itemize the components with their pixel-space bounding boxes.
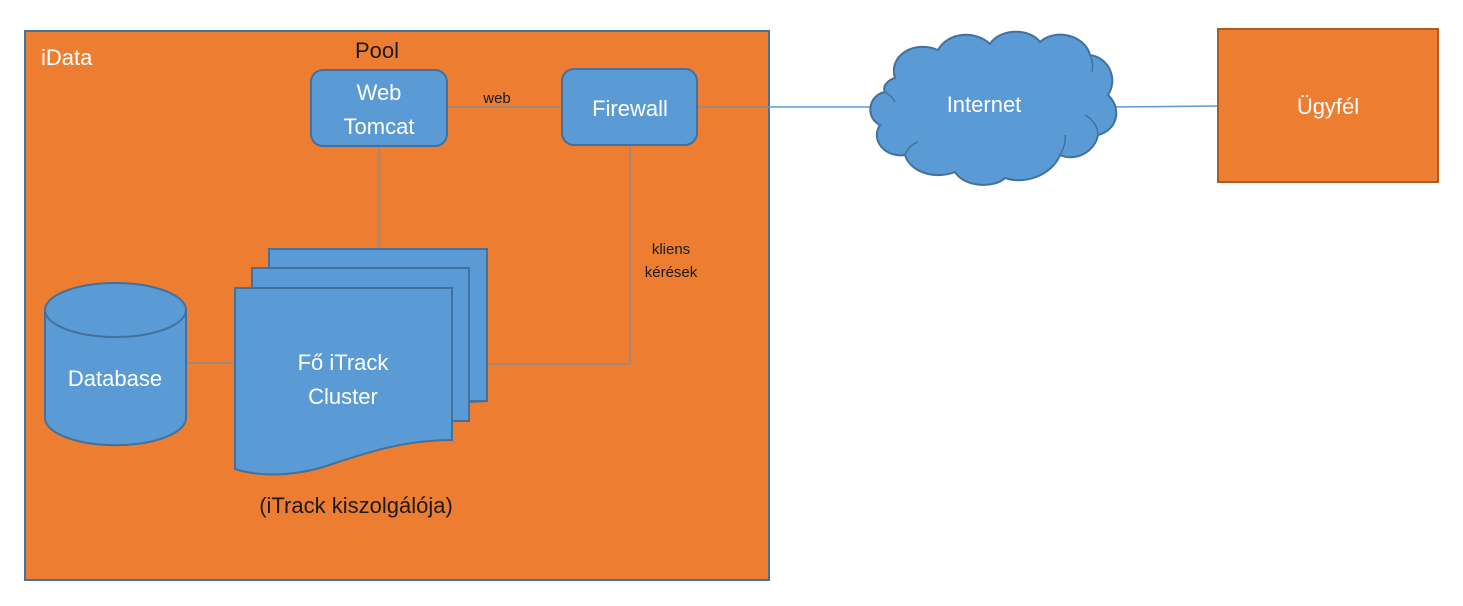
internet-node[interactable]: Internet — [869, 30, 1118, 186]
database-body — [44, 310, 187, 447]
web-tomcat-node[interactable]: Web Tomcat — [310, 69, 448, 147]
client-node[interactable]: Ügyfél — [1217, 28, 1439, 183]
database-top — [44, 282, 187, 338]
client-box — [1217, 28, 1439, 183]
firewall-box — [561, 68, 698, 146]
cluster-label-line2: Cluster — [308, 384, 378, 409]
internet-cloud — [869, 30, 1118, 186]
cluster-label-line1: Fő iTrack — [298, 350, 390, 375]
web-tomcat-label-line2: Tomcat — [344, 114, 415, 139]
web-tomcat-label-line1: Web — [357, 80, 402, 105]
edge-firewall-cluster — [487, 145, 631, 365]
internet-cloud-detail — [1059, 134, 1066, 156]
edge-label-kliens: kliens — [652, 241, 690, 258]
cluster-node[interactable]: Fő iTrack Cluster — [234, 248, 488, 476]
database-label: Database — [68, 366, 162, 391]
idata-label: iData — [41, 45, 93, 70]
pool-label: Pool — [355, 38, 399, 63]
firewall-node[interactable]: Firewall — [561, 68, 698, 146]
cluster-page-front — [234, 287, 453, 476]
internet-cloud-detail — [1084, 114, 1099, 136]
internet-cloud-detail — [884, 91, 896, 103]
web-tomcat-box — [310, 69, 448, 147]
internet-cloud-detail — [904, 141, 919, 156]
edge-label-keresek: kérések — [645, 264, 698, 281]
database-node[interactable]: Database — [44, 282, 187, 447]
firewall-label: Firewall — [592, 96, 668, 121]
edge-label-web: web — [482, 90, 511, 107]
cluster-caption: (iTrack kiszolgálója) — [259, 493, 453, 518]
connectors — [186, 105, 1219, 365]
client-label: Ügyfél — [1297, 94, 1359, 119]
internet-label: Internet — [947, 92, 1022, 117]
internet-cloud-detail — [1089, 54, 1094, 73]
edge-internet-client — [1111, 105, 1219, 108]
